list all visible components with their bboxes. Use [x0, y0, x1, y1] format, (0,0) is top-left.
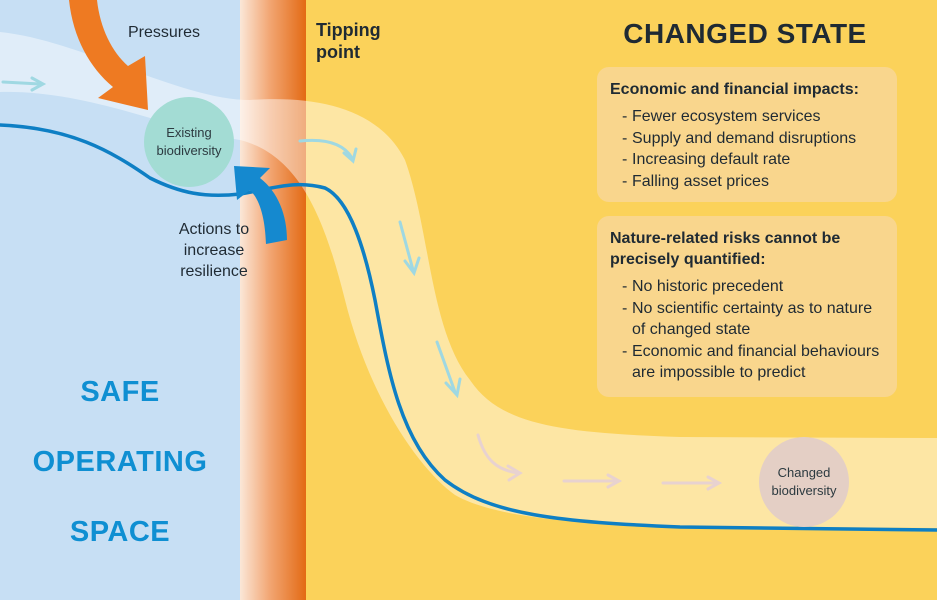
changed-biodiversity-label: Changed biodiversity — [759, 464, 849, 500]
list-item: Economic and financial behaviours are im… — [610, 341, 885, 384]
pressures-arrow — [69, 0, 148, 110]
actions-line: increase — [183, 242, 245, 259]
flow-arrow-3 — [398, 220, 421, 277]
existing-biodiversity-circle — [144, 97, 234, 187]
list-item: No scientific certainty as to nature of … — [610, 298, 885, 341]
actions-line: resilience — [180, 263, 248, 280]
changed-biodiversity-circle — [759, 437, 849, 527]
flow-arrow-2 — [298, 138, 358, 164]
tipping-point-band — [240, 0, 306, 600]
space-label: SPACE — [69, 516, 171, 548]
changed-biodiversity-line: biodiversity — [771, 483, 837, 498]
safe-label: SAFE — [80, 376, 160, 408]
existing-biodiversity-label: Existing biodiversity — [144, 124, 234, 160]
tipping-point-line: point — [316, 42, 360, 62]
economic-impacts-title: Economic and financial impacts: — [610, 81, 859, 98]
flow-arrow-6 — [562, 473, 623, 489]
tipping-point-label: Tipping point — [316, 19, 426, 63]
list-item: No historic precedent — [610, 276, 885, 298]
nature-risks-title: Nature-related risks cannot be precisely… — [610, 228, 885, 270]
actions-line: Actions to — [178, 221, 250, 238]
changed-state-title: CHANGED STATE — [623, 18, 867, 49]
nature-risks-list: No historic precedent No scientific cert… — [610, 276, 885, 384]
economic-impacts-box: Economic and financial impacts: Fewer ec… — [597, 67, 897, 202]
economic-impacts-list: Fewer ecosystem services Supply and dema… — [610, 106, 885, 192]
flow-arrow-7 — [661, 475, 723, 491]
list-item: Increasing default rate — [610, 149, 885, 171]
actions-label: Actions to increase resilience — [158, 219, 270, 282]
nature-risks-title-line: Nature-related risks cannot be — [610, 230, 841, 247]
system-state-curve — [0, 123, 937, 532]
flow-arrow-5 — [476, 433, 523, 482]
changed-biodiversity-line: Changed — [777, 465, 831, 480]
tipping-point-line: Tipping — [316, 20, 381, 40]
list-item: Fewer ecosystem services — [610, 106, 885, 128]
pressures-label: Pressures — [128, 24, 201, 41]
operating-label: OPERATING — [32, 446, 208, 478]
flow-arrow-4 — [435, 340, 462, 399]
list-item: Supply and demand disruptions — [610, 128, 885, 150]
existing-biodiversity-line: Existing — [166, 125, 212, 140]
nature-risks-title-line: precisely quantified: — [610, 251, 766, 268]
nature-risks-box: Nature-related risks cannot be precisely… — [597, 216, 897, 397]
list-item: Falling asset prices — [610, 171, 885, 193]
flow-arrow-1 — [1, 76, 47, 92]
existing-biodiversity-line: biodiversity — [156, 143, 222, 158]
actions-arrow — [234, 166, 287, 244]
